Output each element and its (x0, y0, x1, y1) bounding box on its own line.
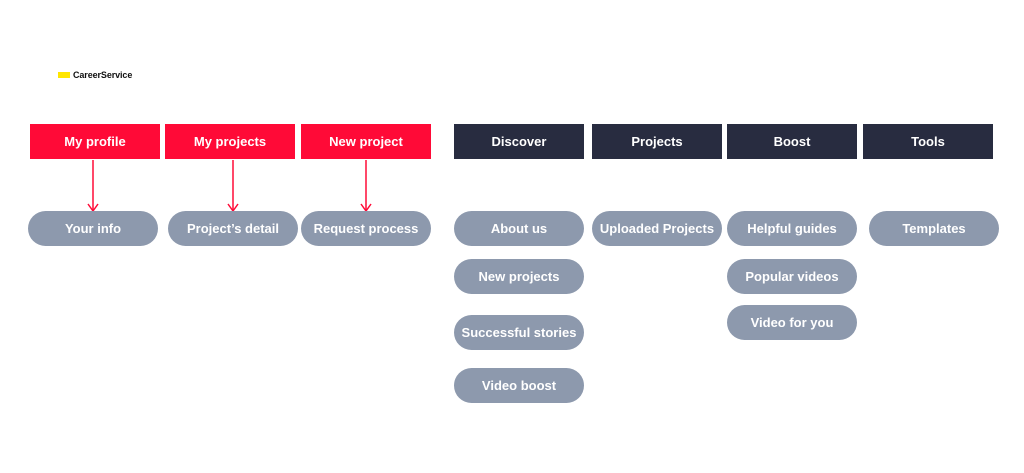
node-video-for-you[interactable]: Video for you (727, 305, 857, 340)
logo-text: CareerService (73, 70, 133, 80)
node-popular-videos[interactable]: Popular videos (727, 259, 857, 294)
node-projects[interactable]: Projects (592, 124, 722, 159)
node-request-process[interactable]: Request process (301, 211, 431, 246)
node-my-profile[interactable]: My profile (30, 124, 160, 159)
node-projects-detail[interactable]: Project’s detail (168, 211, 298, 246)
logo-mark-icon (58, 72, 70, 78)
arrowhead-my-projects (227, 203, 239, 213)
node-boost[interactable]: Boost (727, 124, 857, 159)
node-new-projects[interactable]: New projects (454, 259, 584, 294)
logo: CareerService (58, 70, 132, 80)
node-about-us[interactable]: About us (454, 211, 584, 246)
node-discover[interactable]: Discover (454, 124, 584, 159)
node-your-info[interactable]: Your info (28, 211, 158, 246)
node-video-boost[interactable]: Video boost (454, 368, 584, 403)
node-successful-stories[interactable]: Successful stories (454, 315, 584, 350)
arrowhead-my-profile (87, 203, 99, 213)
node-my-projects[interactable]: My projects (165, 124, 295, 159)
node-helpful-guides[interactable]: Helpful guides (727, 211, 857, 246)
node-templates[interactable]: Templates (869, 211, 999, 246)
node-new-project[interactable]: New project (301, 124, 431, 159)
node-uploaded-projects[interactable]: Uploaded Projects (592, 211, 722, 246)
arrowhead-new-project (360, 203, 372, 213)
node-tools[interactable]: Tools (863, 124, 993, 159)
